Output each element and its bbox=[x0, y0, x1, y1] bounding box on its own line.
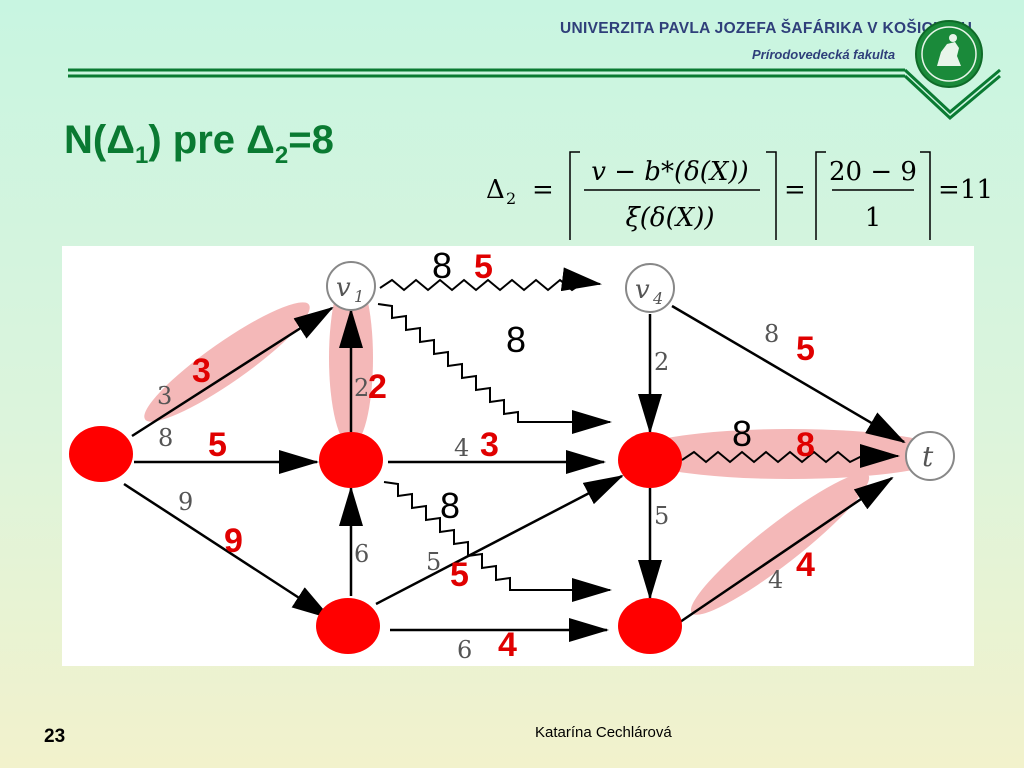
network-graph: v 1 v 4 t 3 8 9 2 6 4 5 6 2 5 8 4 8 8 8 … bbox=[69, 245, 955, 664]
edge-v3-v6 bbox=[375, 474, 624, 606]
flow-red-v3-v6: 5 bbox=[450, 556, 469, 594]
title-sub1: 1 bbox=[134, 142, 149, 169]
flow-black-v1-v5: 8 bbox=[506, 319, 526, 360]
formula-denominator: ξ(δ(X)) bbox=[625, 203, 714, 233]
edge-v2-v7 bbox=[383, 481, 612, 602]
node-t bbox=[905, 431, 955, 481]
flow-red-v5-t: 8 bbox=[796, 426, 815, 464]
edge-label-s-v2: 8 bbox=[158, 424, 173, 452]
flow-red-s-v1: 3 bbox=[192, 352, 211, 390]
node-s bbox=[69, 426, 133, 482]
edge-label-v4-t: 8 bbox=[764, 320, 779, 348]
highlight-s-v1 bbox=[144, 302, 310, 422]
edge-label-v7-t: 4 bbox=[768, 566, 783, 594]
node-v5 bbox=[618, 432, 682, 488]
node-label-v4-sub: 4 bbox=[652, 289, 663, 308]
edge-v5-t bbox=[681, 444, 900, 468]
edge-v7-t bbox=[679, 476, 894, 624]
slide-title: N(Δ1) pre Δ2=8 bbox=[64, 118, 334, 170]
flow-network-diagram: v 1 v 4 t 3 8 9 2 6 4 5 6 2 5 8 4 8 8 8 … bbox=[62, 245, 974, 666]
svg-text:=: = bbox=[784, 175, 806, 205]
delta-formula: Δ 2 = v − b*(δ(X)) ξ(δ(X)) = 20 − 9 1 = … bbox=[486, 151, 993, 240]
flow-red-v2-v5: 3 bbox=[480, 426, 499, 464]
flow-black-v1-v4: 8 bbox=[432, 246, 452, 286]
flow-red-v3-v7: 4 bbox=[498, 626, 517, 664]
flow-red-v4-t: 5 bbox=[796, 330, 815, 368]
node-v4 bbox=[625, 263, 675, 313]
flow-red-v1-v4: 5 bbox=[474, 248, 493, 286]
node-label-t: t bbox=[922, 440, 934, 473]
edge-label-v3-v6: 5 bbox=[426, 548, 441, 576]
node-v7 bbox=[618, 598, 682, 654]
node-label-v1-sub: 1 bbox=[354, 287, 364, 306]
title-middle: ) pre Δ bbox=[148, 118, 275, 162]
flow-red-v7-t: 4 bbox=[796, 546, 815, 584]
title-prefix: N(Δ bbox=[64, 118, 135, 162]
flow-red-v2-v1: 2 bbox=[368, 368, 387, 406]
svg-text:=: = bbox=[938, 175, 960, 205]
edge-s-v1 bbox=[131, 306, 334, 438]
author-name: Katarína Cechlárová bbox=[535, 724, 672, 741]
edge-v1-v4 bbox=[379, 267, 602, 292]
edge-label-v4-v5: 2 bbox=[654, 348, 669, 376]
edge-s-v3 bbox=[123, 482, 332, 620]
title-suffix: =8 bbox=[288, 118, 334, 162]
formula-den2: 1 bbox=[865, 203, 882, 233]
edge-label-v2-v5: 4 bbox=[454, 434, 469, 462]
edge-label-v3-v7: 6 bbox=[457, 636, 472, 664]
formula-num2: 20 − 9 bbox=[829, 157, 917, 187]
edge-label-s-v3: 9 bbox=[178, 488, 193, 516]
flow-black-v2-v7: 8 bbox=[440, 485, 460, 526]
edge-label-s-v1: 3 bbox=[157, 382, 172, 410]
node-v2 bbox=[319, 432, 383, 488]
formula-result: 11 bbox=[960, 175, 993, 205]
flow-red-s-v2: 5 bbox=[208, 426, 227, 464]
formula-lhs-sub: 2 bbox=[506, 189, 516, 208]
edge-v4-t bbox=[671, 304, 906, 444]
flow-black-v5-t: 8 bbox=[732, 413, 752, 454]
faculty-name: Prírodovedecká fakulta bbox=[752, 47, 896, 62]
node-label-v4: v bbox=[635, 275, 650, 305]
edge-label-v2-v1: 2 bbox=[354, 374, 369, 402]
edge-label-v5-v7: 5 bbox=[654, 502, 669, 530]
node-label-v1: v bbox=[336, 273, 351, 303]
formula-lhs: Δ bbox=[486, 175, 505, 205]
svg-text:=: = bbox=[532, 175, 554, 205]
edge-v1-v5 bbox=[377, 303, 612, 434]
university-name: UNIVERZITA PAVLA JOZEFA ŠAFÁRIKA V KOŠIC… bbox=[560, 20, 973, 37]
university-logo bbox=[915, 20, 983, 88]
formula-numerator: v − b*(δ(X)) bbox=[591, 157, 748, 187]
page-number: 23 bbox=[44, 726, 66, 747]
title-sub2: 2 bbox=[274, 142, 289, 169]
header-lines bbox=[68, 68, 1001, 120]
node-v3 bbox=[316, 598, 380, 654]
highlight-v7-t bbox=[690, 473, 870, 615]
edge-label-v3-v2: 6 bbox=[354, 540, 369, 568]
node-v1 bbox=[326, 261, 376, 311]
flow-red-s-v3: 9 bbox=[224, 522, 243, 560]
